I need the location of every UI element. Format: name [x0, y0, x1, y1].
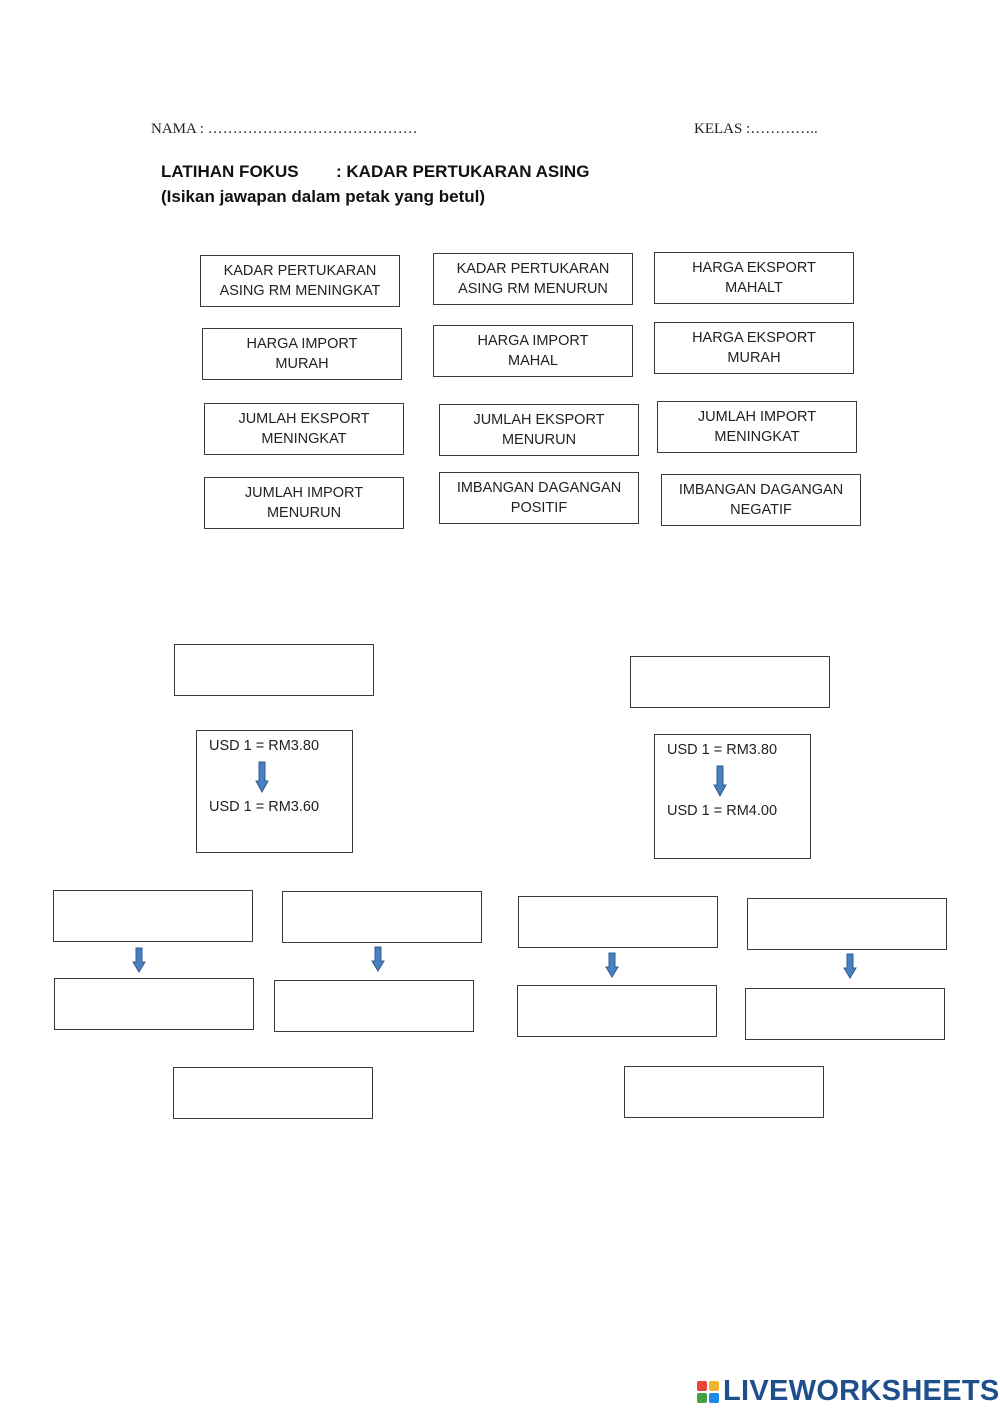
name-field-label: NAMA : …………………………………… — [151, 121, 418, 137]
answer-card[interactable]: IMBANGAN DAGANGAN NEGATIF — [661, 474, 861, 526]
drop-box-left-top[interactable] — [174, 644, 374, 696]
rate-box-left: USD 1 = RM3.80 USD 1 = RM3.60 — [196, 730, 353, 853]
down-arrow-icon — [132, 947, 146, 973]
answer-card[interactable]: HARGA EKSPORT MURAH — [654, 322, 854, 374]
drop-box-right-result[interactable] — [624, 1066, 824, 1118]
drop-box-right-top[interactable] — [630, 656, 830, 708]
title-label: LATIHAN FOKUS — [161, 162, 299, 181]
rate-to: USD 1 = RM3.60 — [209, 799, 320, 815]
drop-box-left-a2[interactable] — [54, 978, 254, 1030]
drop-box-left-result[interactable] — [173, 1067, 373, 1119]
rate-from: USD 1 = RM3.80 — [209, 738, 320, 754]
answer-card[interactable]: JUMLAH IMPORT MENINGKAT — [657, 401, 857, 453]
answer-card[interactable]: JUMLAH IMPORT MENURUN — [204, 477, 404, 529]
class-field-label: KELAS :………….. — [694, 121, 818, 137]
answer-card[interactable]: HARGA EKSPORT MAHALT — [654, 252, 854, 304]
down-arrow-icon — [843, 953, 857, 979]
answer-card[interactable]: IMBANGAN DAGANGAN POSITIF — [439, 472, 639, 524]
down-arrow-icon — [371, 946, 385, 972]
drop-box-right-a1[interactable] — [518, 896, 718, 948]
title-topic: : KADAR PERTUKARAN ASING — [336, 162, 590, 181]
drop-box-right-a2[interactable] — [517, 985, 717, 1037]
instruction-text: (Isikan jawapan dalam petak yang betul) — [161, 187, 486, 206]
drop-box-left-b1[interactable] — [282, 891, 482, 943]
rate-box-right: USD 1 = RM3.80 USD 1 = RM4.00 — [654, 734, 811, 859]
logo-mark-icon — [697, 1380, 719, 1403]
down-arrow-icon — [255, 761, 269, 793]
answer-card[interactable]: HARGA IMPORT MURAH — [202, 328, 402, 380]
answer-card[interactable]: JUMLAH EKSPORT MENURUN — [439, 404, 639, 456]
logo-text: LIVEWORKSHEETS — [723, 1375, 1000, 1407]
answer-card[interactable]: HARGA IMPORT MAHAL — [433, 325, 633, 377]
answer-card[interactable]: JUMLAH EKSPORT MENINGKAT — [204, 403, 404, 455]
liveworksheets-logo: LIVEWORKSHEETS — [697, 1375, 1000, 1408]
rate-to: USD 1 = RM4.00 — [667, 803, 778, 819]
drop-box-left-b2[interactable] — [274, 980, 474, 1032]
drop-box-right-b1[interactable] — [747, 898, 947, 950]
answer-card[interactable]: KADAR PERTUKARAN ASING RM MENURUN — [433, 253, 633, 305]
drop-box-left-a1[interactable] — [53, 890, 253, 942]
down-arrow-icon — [713, 765, 727, 797]
drop-box-right-b2[interactable] — [745, 988, 945, 1040]
rate-from: USD 1 = RM3.80 — [667, 742, 778, 758]
down-arrow-icon — [605, 952, 619, 978]
answer-card[interactable]: KADAR PERTUKARAN ASING RM MENINGKAT — [200, 255, 400, 307]
